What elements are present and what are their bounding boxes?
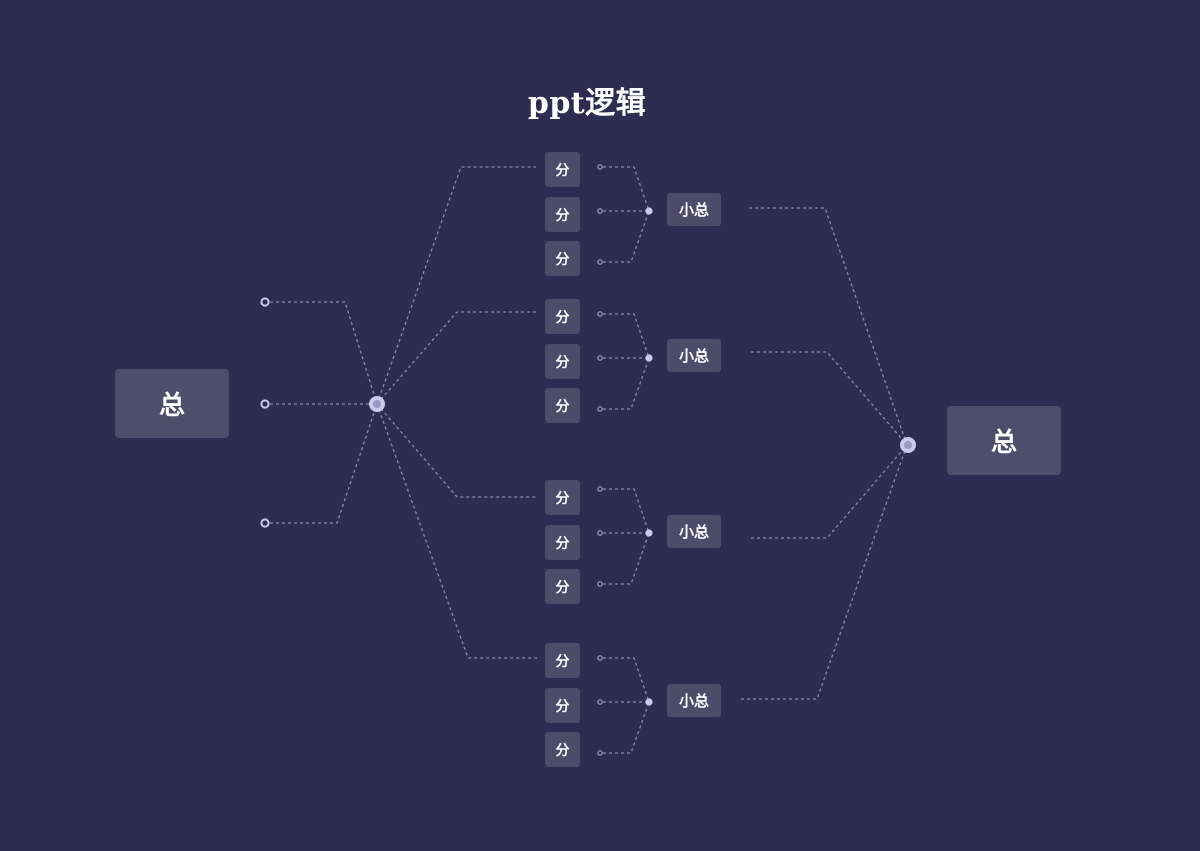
summary-label: 小总 (678, 347, 709, 365)
leaf-label: 分 (555, 535, 570, 552)
leaf-box-g4-2: 分 (545, 688, 580, 723)
dashed-connectors (270, 166, 908, 754)
node-g3-merge (645, 529, 653, 537)
leaf-label: 分 (555, 309, 570, 326)
leaf-box-g1-2: 分 (545, 197, 580, 232)
connector-summary-2-hub (751, 351, 908, 446)
connector-summary-4-hub (741, 444, 908, 700)
node-g4-leaf-3 (597, 750, 603, 756)
node-g3-leaf-3 (597, 581, 603, 587)
connector-g1-leaf-3 (603, 210, 650, 263)
leaf-box-g4-3: 分 (545, 732, 580, 767)
leaf-box-g2-1: 分 (545, 299, 580, 334)
root-right-label: 总 (990, 428, 1017, 458)
connector-hub-group-1 (376, 166, 536, 405)
leaf-box-g4-1: 分 (545, 643, 580, 678)
summary-label: 小总 (678, 692, 709, 710)
connector-g4-leaf-1 (603, 657, 650, 703)
node-left-bottom (260, 518, 270, 528)
connector-hub-group-4 (376, 403, 540, 659)
node-right-hub-core (904, 441, 912, 449)
node-g4-merge (645, 698, 653, 706)
connector-hub-group-2 (376, 311, 536, 405)
leaf-box-g1-3: 分 (545, 241, 580, 276)
root-left-label: 总 (158, 391, 185, 421)
leaf-label: 分 (555, 653, 570, 670)
summary-label: 小总 (678, 523, 709, 541)
leaf-label: 分 (555, 251, 570, 268)
node-g4-leaf-2 (597, 699, 603, 705)
node-g2-leaf-3 (597, 406, 603, 412)
node-g1-leaf-1 (597, 164, 603, 170)
connector-left-top (270, 301, 378, 405)
node-g2-leaf-2 (597, 355, 603, 361)
leaf-box-g3-1: 分 (545, 480, 580, 515)
leaf-box-g2-3: 分 (545, 388, 580, 423)
node-g2-leaf-1 (597, 311, 603, 317)
leaf-label: 分 (555, 742, 570, 759)
leaf-box-g3-2: 分 (545, 525, 580, 560)
connector-g3-leaf-3 (603, 532, 650, 585)
connector-summary-1-hub (749, 207, 908, 446)
node-left-top (260, 297, 270, 307)
node-left-middle (260, 399, 270, 409)
node-g3-leaf-1 (597, 486, 603, 492)
leaf-label: 分 (555, 490, 570, 507)
summary-box-g1: 小总 (667, 193, 721, 226)
diagram-title: ppt逻辑 (527, 86, 647, 121)
connector-g2-leaf-3 (603, 357, 650, 410)
connector-summary-3-hub (751, 444, 908, 539)
node-g4-leaf-1 (597, 655, 603, 661)
summary-label: 小总 (678, 201, 709, 219)
leaf-box-g2-2: 分 (545, 344, 580, 379)
leaf-box-g3-3: 分 (545, 569, 580, 604)
node-g1-merge (645, 207, 653, 215)
leaf-label: 分 (555, 207, 570, 224)
connector-g4-leaf-3 (603, 701, 650, 754)
node-g1-leaf-3 (597, 259, 603, 265)
connector-hub-group-3 (376, 403, 536, 498)
summary-box-g4: 小总 (667, 684, 721, 717)
connector-nodes (260, 164, 916, 756)
leaf-label: 分 (555, 579, 570, 596)
connector-g2-leaf-1 (603, 313, 650, 359)
connector-g3-leaf-1 (603, 488, 650, 534)
leaf-label: 分 (555, 162, 570, 179)
node-g2-merge (645, 354, 653, 362)
summary-box-g2: 小总 (667, 339, 721, 372)
node-g1-leaf-2 (597, 208, 603, 214)
leaf-label: 分 (555, 398, 570, 415)
leaf-label: 分 (555, 698, 570, 715)
connector-g1-leaf-1 (603, 166, 650, 212)
root-right-box: 总 (947, 406, 1061, 475)
summary-box-g3: 小总 (667, 515, 721, 548)
node-left-hub-core (373, 400, 381, 408)
node-g3-leaf-2 (597, 530, 603, 536)
connector-left-bottom (270, 403, 378, 524)
leaf-label: 分 (555, 354, 570, 371)
leaf-box-g1-1: 分 (545, 152, 580, 187)
root-left-box: 总 (115, 369, 229, 438)
